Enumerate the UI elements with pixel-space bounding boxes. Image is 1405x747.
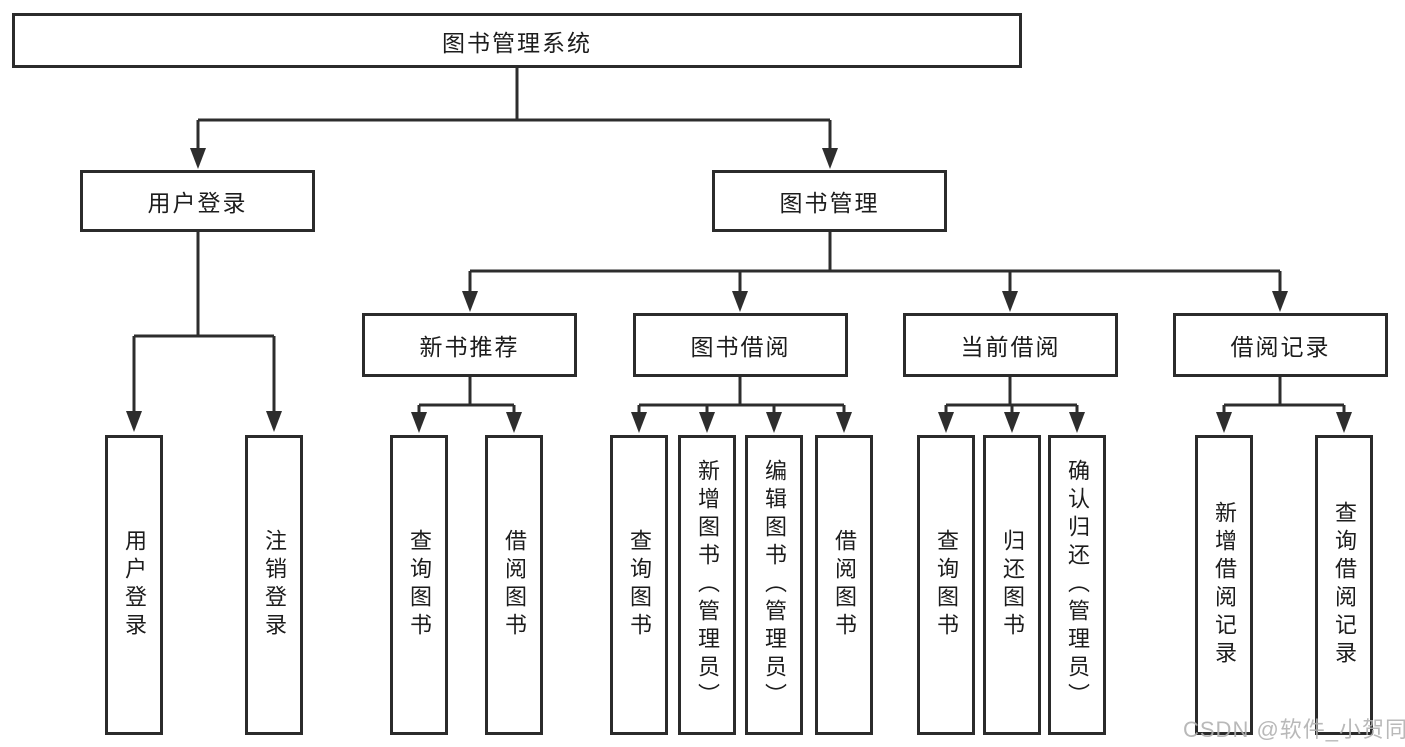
- node-user-login: 用户登录: [80, 170, 315, 232]
- node-leaf-user-login: 用户登录: [105, 435, 163, 735]
- node-leaf-edit-books-admin: 编辑图书（管理员）: [745, 435, 803, 735]
- arrow-down-icon: [506, 412, 522, 433]
- arrow-down-icon: [732, 291, 748, 312]
- arrow-down-icon: [411, 412, 427, 433]
- node-label: 用户登录: [147, 190, 248, 216]
- node-root-system: 图书管理系统: [12, 13, 1022, 68]
- node-label: 查询图书: [407, 529, 432, 641]
- arrow-down-icon: [1069, 412, 1085, 433]
- node-leaf-add-books-admin: 新增图书（管理员）: [678, 435, 736, 735]
- arrow-down-icon: [631, 412, 647, 433]
- node-label: 查询图书: [627, 529, 652, 641]
- connector-new-book-children: [411, 377, 522, 433]
- node-book-management: 图书管理: [712, 170, 947, 232]
- arrow-down-icon: [1336, 412, 1352, 433]
- csdn-watermark: CSDN @软件_小贺同学: [1183, 717, 1405, 742]
- connector-root-to-level2: [190, 68, 838, 169]
- node-label: 查询图书: [934, 529, 959, 641]
- node-label: 借阅记录: [1230, 334, 1331, 360]
- node-book-borrowing: 图书借阅: [633, 313, 848, 377]
- node-leaf-query-books-borrowing: 查询图书: [610, 435, 668, 735]
- arrow-down-icon: [938, 412, 954, 433]
- connector-borrow-records-children: [1216, 377, 1352, 433]
- arrow-down-icon: [699, 412, 715, 433]
- arrow-down-icon: [766, 412, 782, 433]
- arrow-down-icon: [266, 411, 282, 432]
- node-leaf-borrow-books-recommend: 借阅图书: [485, 435, 543, 735]
- node-borrowing-records: 借阅记录: [1173, 313, 1388, 377]
- node-label: 当前借阅: [960, 334, 1061, 360]
- arrow-down-icon: [190, 148, 206, 169]
- node-label: 借阅图书: [832, 529, 857, 641]
- node-label: 用户登录: [122, 529, 147, 641]
- connector-current-borrow-children: [938, 377, 1085, 433]
- node-leaf-logout: 注销登录: [245, 435, 303, 735]
- arrow-down-icon: [126, 411, 142, 432]
- node-label: 新书推荐: [419, 334, 520, 360]
- node-label: 图书管理系统: [442, 29, 592, 56]
- node-leaf-borrow-books-borrowing: 借阅图书: [815, 435, 873, 735]
- arrow-down-icon: [1216, 412, 1232, 433]
- node-label: 借阅图书: [502, 529, 527, 641]
- arrow-down-icon: [1002, 291, 1018, 312]
- node-label: 图书借阅: [690, 334, 791, 360]
- node-label: 新增图书（管理员）: [695, 459, 720, 711]
- node-label: 注销登录: [262, 529, 287, 641]
- arrow-down-icon: [1004, 412, 1020, 433]
- node-leaf-confirm-return-admin: 确认归还（管理员）: [1048, 435, 1106, 735]
- node-label: 归还图书: [1000, 529, 1025, 641]
- node-leaf-query-books-current: 查询图书: [917, 435, 975, 735]
- node-leaf-return-books: 归还图书: [983, 435, 1041, 735]
- node-leaf-query-books-recommend: 查询图书: [390, 435, 448, 735]
- connector-user-login-children: [126, 232, 282, 432]
- node-label: 编辑图书（管理员）: [762, 459, 787, 711]
- arrow-down-icon: [462, 291, 478, 312]
- node-label: 新增借阅记录: [1212, 501, 1237, 669]
- arrow-down-icon: [822, 148, 838, 169]
- node-current-borrowing: 当前借阅: [903, 313, 1118, 377]
- node-leaf-query-borrow-record: 查询借阅记录: [1315, 435, 1373, 735]
- node-leaf-add-borrow-record: 新增借阅记录: [1195, 435, 1253, 735]
- connector-book-mgmt-children: [462, 232, 1288, 312]
- connector-book-borrow-children: [631, 377, 852, 433]
- node-label: 查询借阅记录: [1332, 501, 1357, 669]
- node-new-book-recommend: 新书推荐: [362, 313, 577, 377]
- arrow-down-icon: [1272, 291, 1288, 312]
- node-label: 确认归还（管理员）: [1065, 459, 1090, 711]
- node-label: 图书管理: [779, 190, 880, 216]
- arrow-down-icon: [836, 412, 852, 433]
